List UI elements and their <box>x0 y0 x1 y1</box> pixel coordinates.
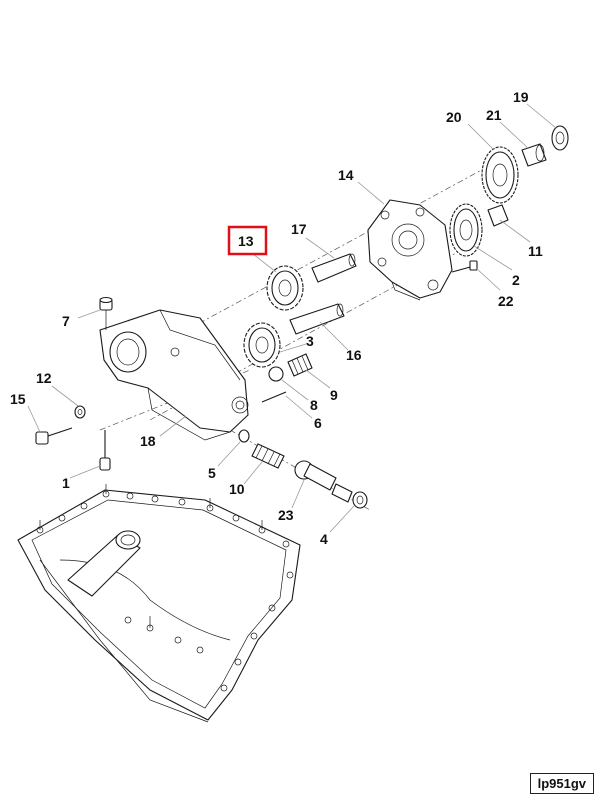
reference-code-label: lp951gv <box>529 773 594 794</box>
callout-12: 12 <box>36 370 52 386</box>
gear-2 <box>449 203 483 257</box>
callout-23: 23 <box>278 507 294 523</box>
callout-21: 21 <box>486 107 502 123</box>
callout-5: 5 <box>208 465 216 481</box>
spring-9 <box>287 353 313 377</box>
callout-17: 17 <box>291 221 307 237</box>
pump-gear-13 <box>266 265 304 311</box>
callout-9: 9 <box>330 387 338 403</box>
callout-4: 4 <box>320 531 328 547</box>
callout-14: 14 <box>338 167 354 183</box>
callout-6: 6 <box>314 415 322 431</box>
callout-19: 19 <box>513 89 529 105</box>
washer-19 <box>551 125 569 151</box>
leader-lines <box>27 103 557 533</box>
callout-1: 1 <box>62 475 70 491</box>
callout-labels: 19 20 21 14 13 17 11 2 22 7 3 16 12 15 9… <box>10 89 543 547</box>
oil-pump-body <box>99 296 249 441</box>
callout-11: 11 <box>528 243 543 259</box>
shaft-16 <box>289 303 345 335</box>
callout-7: 7 <box>62 313 70 329</box>
callout-22: 22 <box>498 293 514 309</box>
check-ball-8 <box>268 366 284 382</box>
plug-4 <box>331 483 368 509</box>
callout-10: 10 <box>229 481 245 497</box>
o-ring-5 <box>238 429 250 443</box>
pump-gear-3 <box>243 322 281 368</box>
bushing-21 <box>521 143 547 167</box>
callout-18: 18 <box>140 433 156 449</box>
bolt-15 <box>35 427 73 445</box>
pin-6 <box>261 391 287 403</box>
piston-23 <box>294 460 337 491</box>
callout-2: 2 <box>512 272 520 288</box>
shaft-17 <box>311 253 357 283</box>
callout-20: 20 <box>446 109 462 125</box>
washer-12 <box>74 405 86 419</box>
pump-cover <box>367 199 453 301</box>
spring-10 <box>251 443 285 469</box>
callout-13: 13 <box>238 233 254 249</box>
callout-3: 3 <box>306 333 314 349</box>
highlighted-callout-box <box>227 225 268 256</box>
oil-pan <box>17 484 301 723</box>
stud-1 <box>99 430 111 471</box>
callout-8: 8 <box>310 397 318 413</box>
callout-15: 15 <box>10 391 26 407</box>
screw-22 <box>451 260 478 273</box>
callout-16: 16 <box>346 347 362 363</box>
bushing-11 <box>487 204 509 227</box>
drive-gear-20 <box>481 146 519 204</box>
